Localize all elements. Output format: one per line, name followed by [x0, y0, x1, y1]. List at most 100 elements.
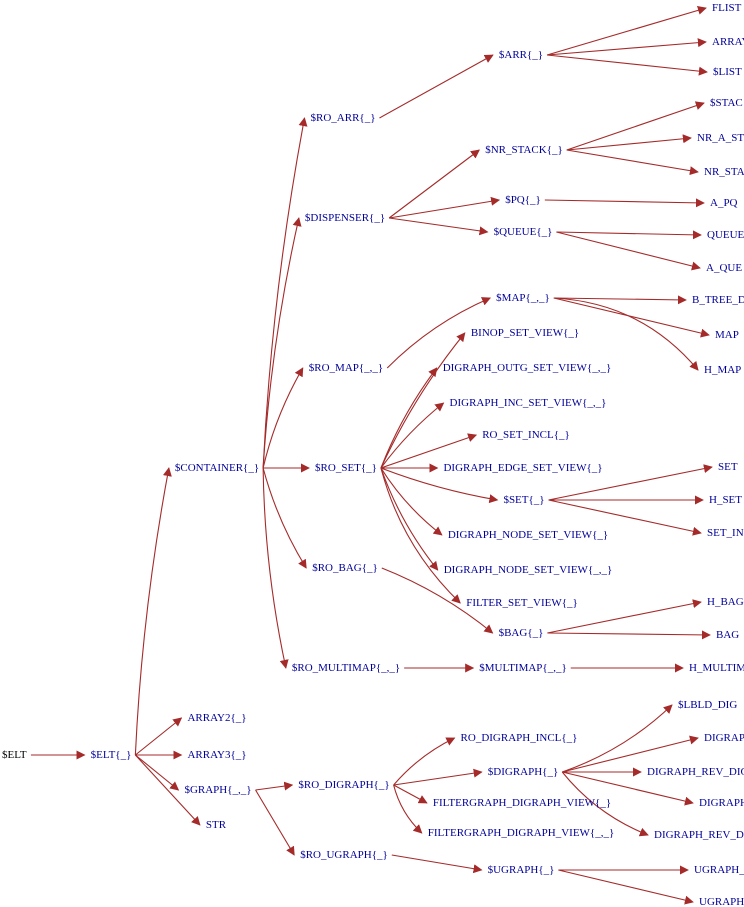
- node-bag_r: BAG: [716, 629, 739, 641]
- node-ro_ugraph: $RO_UGRAPH{_}: [300, 849, 388, 861]
- edge-ro_bag-to-bag: [381, 567, 494, 634]
- node-filter_set_view: FILTER_SET_VIEW{_}: [466, 597, 578, 609]
- edge-bag-to-h_bag_r: [547, 599, 702, 634]
- node-digraph_rev_r1: DIGRAPH_REV_DIG: [647, 766, 744, 778]
- edge-arr-to-array_r: [547, 38, 707, 56]
- node-digraph_r2: DIGRAPH: [699, 797, 744, 809]
- edge-elt_p-to-container: [134, 467, 172, 756]
- edge-nr_stack-to-nr_a_stack_r: [566, 134, 692, 151]
- edge-ro_set-to-filter_set_view: [380, 467, 461, 604]
- node-array3: ARRAY3{_}: [187, 749, 246, 761]
- node-elt: $ELT: [2, 749, 27, 761]
- edge-dispenser-to-nr_stack: [388, 149, 480, 219]
- edge-ro_set-to-set: [380, 467, 499, 504]
- edge-graph-to-ro_digraph: [255, 781, 294, 791]
- edge-elt_p-to-str: [134, 754, 201, 826]
- edge-ugraph-to-ugraph_r2: [558, 869, 694, 905]
- node-h_multimap_r: H_MULTIM: [689, 662, 744, 674]
- edge-elt_p-to-graph: [135, 754, 180, 791]
- node-ro_set_incl: RO_SET_INCL{_}: [482, 429, 570, 441]
- node-lbld_digraph_r: $LBLD_DIG: [678, 699, 737, 711]
- node-set_incl_r: SET_IN: [707, 527, 744, 539]
- edge-dispenser-to-queue: [389, 217, 489, 236]
- node-digraph: $DIGRAPH{_}: [488, 766, 558, 778]
- edge-ro_arr-to-arr: [379, 54, 494, 119]
- node-pq: $PQ{_}: [505, 194, 541, 206]
- node-nr_a_stack_r: NR_A_ST: [697, 132, 744, 144]
- edge-ro_set-to-digraph_node_set_view_1: [380, 467, 443, 536]
- node-nr_stack_r: NR_STA: [704, 166, 744, 178]
- node-b_tree_r: B_TREE_D: [692, 294, 744, 306]
- node-set_r: SET: [718, 461, 738, 473]
- node-array2: ARRAY2{_}: [187, 712, 246, 724]
- node-arr: $ARR{_}: [499, 49, 543, 61]
- edge-graph-to-ro_ugraph: [255, 789, 295, 856]
- node-queue_r: QUEUE: [707, 229, 744, 241]
- node-queue: $QUEUE{_}: [494, 226, 553, 238]
- node-elt_p: $ELT{_}: [91, 749, 132, 761]
- node-list_r: $LIST: [713, 66, 742, 78]
- edge-digraph-to-lbld_digraph_r: [562, 704, 673, 773]
- node-str: STR: [206, 819, 227, 831]
- edge-container-to-ro_multimap: [262, 467, 289, 669]
- node-ro_set: $RO_SET{_}: [315, 462, 377, 474]
- node-ugraph_r1: UGRAPH_: [694, 864, 744, 876]
- node-digraph_edge_set_view: DIGRAPH_EDGE_SET_VIEW{_}: [443, 462, 602, 474]
- edge-ro_digraph-to-ro_digraph_incl: [393, 737, 456, 786]
- node-digraph_node_set_view_2: DIGRAPH_NODE_SET_VIEW{_,_}: [444, 564, 613, 576]
- node-digraph_node_set_view_1: DIGRAPH_NODE_SET_VIEW{_}: [448, 529, 608, 541]
- node-ro_map: $RO_MAP{_,_}: [309, 362, 383, 374]
- edge-bag-to-bag_r: [547, 630, 711, 640]
- edge-nr_stack-to-nr_stack_r: [566, 149, 699, 176]
- node-graph: $GRAPH{_,_}: [184, 784, 251, 796]
- node-ro_digraph_incl: RO_DIGRAPH_INCL{_}: [461, 732, 578, 744]
- edge-container-to-ro_map: [262, 367, 304, 469]
- edge-map-to-b_tree_r: [553, 295, 687, 305]
- node-binop_set_view: BINOP_SET_VIEW{_}: [471, 327, 579, 339]
- node-ugraph_r2: UGRAPH: [699, 896, 744, 907]
- edge-set-to-set_r: [548, 464, 713, 501]
- edge-pq-to-a_pq_r: [544, 198, 705, 208]
- edge-container-to-ro_arr: [262, 117, 308, 469]
- edge-ro_digraph-to-filtergraph_digraph_view_1: [393, 784, 428, 804]
- edges-layer: [30, 5, 713, 905]
- node-nr_stack: $NR_STACK{_}: [485, 144, 563, 156]
- node-digraph_inc_set_view: DIGRAPH_INC_SET_VIEW{_,_}: [450, 397, 607, 409]
- edge-elt_p-to-array2: [135, 717, 183, 756]
- node-container: $CONTAINER{_}: [175, 462, 259, 474]
- edge-nr_stack-to-stack_r: [566, 101, 705, 151]
- node-filtergraph_digraph_view_1: FILTERGRAPH_DIGRAPH_VIEW{_}: [433, 797, 611, 809]
- node-map_r: MAP: [715, 329, 739, 341]
- node-h_map_r: H_MAP: [704, 364, 741, 376]
- edge-queue-to-queue_r: [556, 230, 702, 240]
- edge-ro_set-to-digraph_node_set_view_2: [380, 467, 439, 571]
- edge-ro_digraph-to-filtergraph_digraph_view_2: [393, 784, 423, 834]
- edge-ro_set-to-ro_set_incl: [380, 433, 478, 469]
- node-ro_arr: $RO_ARR{_}: [311, 112, 376, 124]
- edge-digraph-to-digraph_r2: [562, 771, 694, 806]
- edge-ro_set-to-binop_set_view: [380, 332, 466, 469]
- node-digraph_outg_set_view: DIGRAPH_OUTG_SET_VIEW{_,_}: [443, 362, 612, 374]
- edge-queue-to-a_queue_r: [556, 231, 701, 271]
- node-map: $MAP{_,_}: [496, 292, 550, 304]
- node-h_set_r: H_SET: [709, 494, 742, 506]
- node-ugraph: $UGRAPH{_}: [488, 864, 555, 876]
- edge-container-to-ro_bag: [262, 467, 307, 569]
- node-set: $SET{_}: [503, 494, 544, 506]
- node-stack_r: $STAC: [710, 97, 743, 109]
- node-ro_bag: $RO_BAG{_}: [312, 562, 378, 574]
- node-filtergraph_digraph_view_2: FILTERGRAPH_DIGRAPH_VIEW{_,_}: [428, 827, 614, 839]
- edge-set-to-set_incl_r: [548, 499, 702, 536]
- node-ro_digraph: $RO_DIGRAPH{_}: [298, 779, 389, 791]
- edge-ro_set-to-digraph_inc_set_view: [380, 402, 445, 469]
- edge-digraph-to-digraph_rev_r2: [561, 771, 649, 837]
- node-digraph_r1: DIGRAPH: [704, 732, 744, 744]
- node-ro_multimap: $RO_MULTIMAP{_,_}: [292, 662, 400, 674]
- node-h_bag_r: H_BAG: [707, 596, 744, 608]
- edge-ro_set-to-digraph_outg_set_view: [380, 367, 438, 469]
- node-digraph_rev_r2: DIGRAPH_REV_DIG: [654, 829, 744, 841]
- node-dispenser: $DISPENSER{_}: [305, 212, 385, 224]
- edge-ro_digraph-to-digraph: [393, 768, 483, 786]
